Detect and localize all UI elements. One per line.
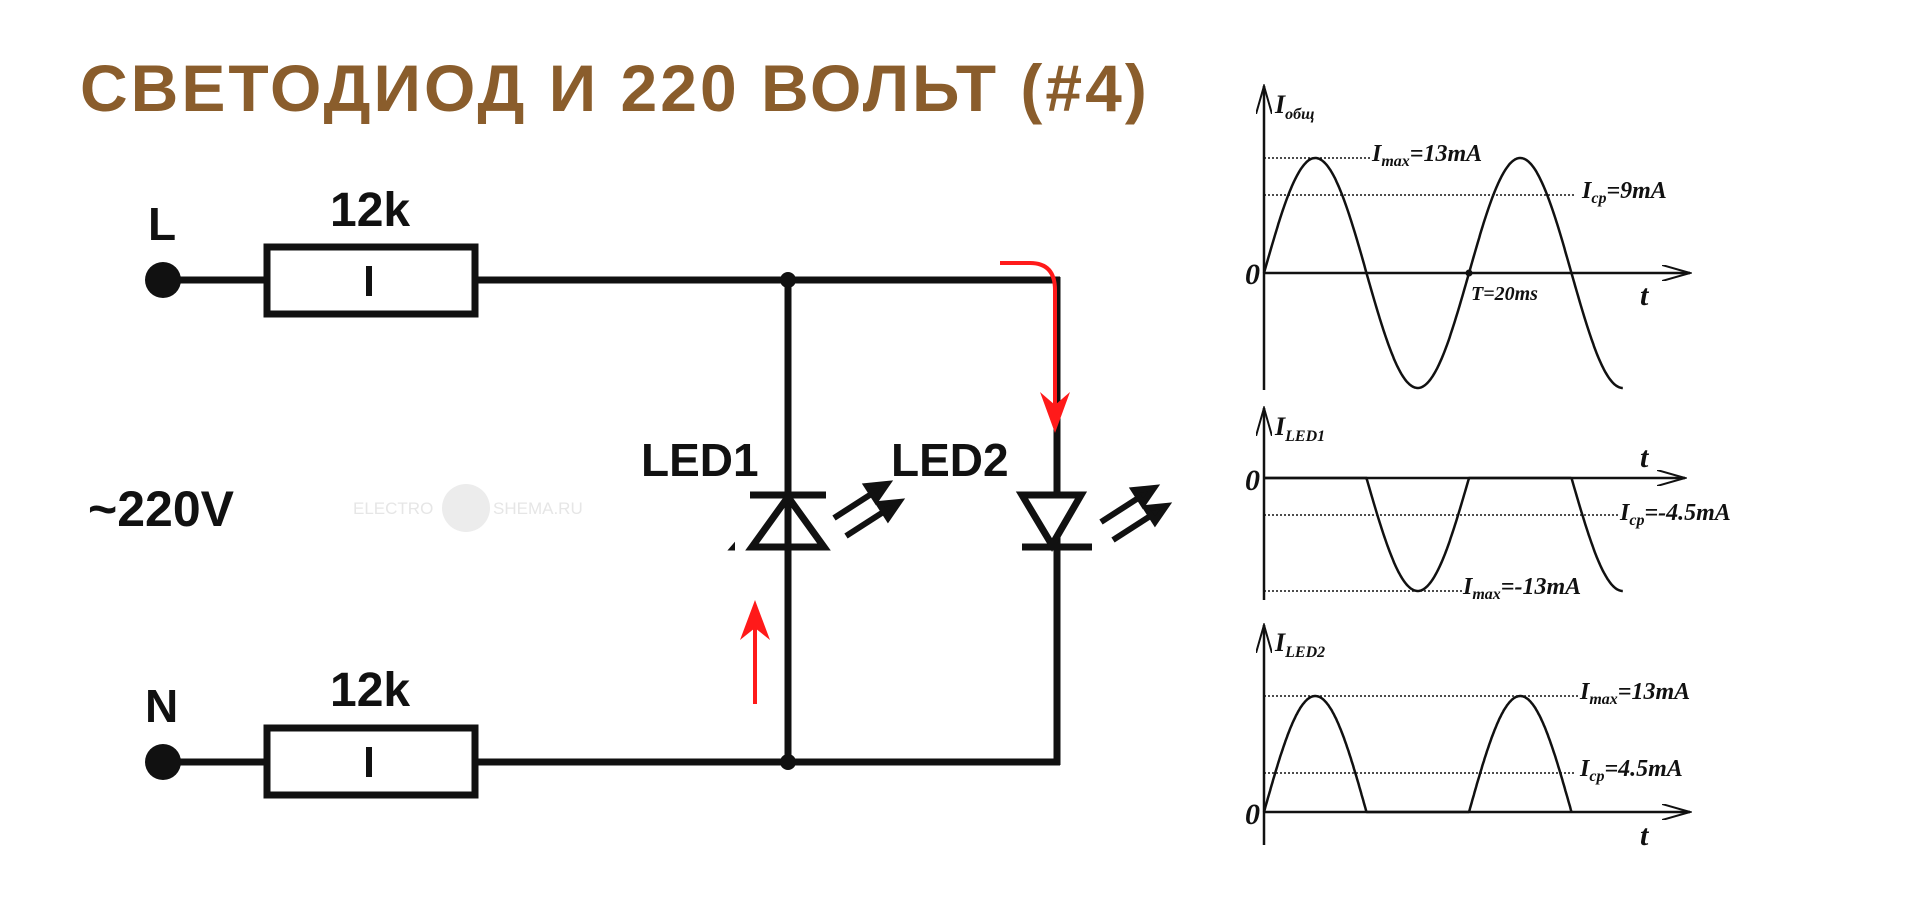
- graph-led1-current: [1264, 408, 1685, 600]
- led2-label: LED2: [891, 434, 1009, 486]
- junction-top: [780, 272, 796, 288]
- graph3-icp-label: Icp=4.5mA: [1579, 756, 1683, 785]
- graph1-period-label: T=20ms: [1471, 283, 1538, 305]
- graph2-zero: 0: [1245, 464, 1260, 497]
- graph1-zero: 0: [1245, 258, 1260, 291]
- terminal-l: [145, 262, 181, 298]
- graph2-t: t: [1640, 441, 1650, 474]
- led2-symbol: [1015, 491, 1092, 552]
- graph3-waveform: [1262, 694, 1573, 814]
- graph1-waveform: [1262, 156, 1623, 390]
- resistor-bottom-label: 12k: [330, 664, 410, 717]
- watermark-logo-icon: [442, 484, 490, 532]
- graph2-waveform: [1264, 476, 1623, 593]
- graph3-t: t: [1640, 819, 1650, 852]
- terminal-l-label: L: [148, 198, 176, 250]
- graph-total-current: [1264, 86, 1690, 390]
- watermark: ELECTRO SHEMA.RU: [353, 484, 583, 532]
- terminal-n-label: N: [145, 680, 178, 732]
- graph1-imax-label: Imax=13mA: [1371, 141, 1482, 170]
- graph3-imax-label: Imax=13mA: [1579, 679, 1690, 708]
- current-arrow-led2: [1000, 261, 1070, 433]
- watermark-right: SHEMA.RU: [493, 499, 583, 518]
- graph1-y-label: Iобщ: [1274, 90, 1314, 123]
- graph3-zero: 0: [1245, 798, 1260, 831]
- watermark-left: ELECTRO: [353, 499, 433, 518]
- graph1-icp-label: Icp=9mA: [1581, 178, 1667, 207]
- led1-label: LED1: [641, 434, 759, 486]
- graph3-y-label: ILED2: [1274, 628, 1325, 661]
- source-label: ~220V: [88, 481, 235, 537]
- circuit: [163, 243, 1092, 799]
- graph-led2-current: [1264, 625, 1690, 845]
- graph2-icp-label: Icp=-4.5mA: [1619, 500, 1731, 529]
- graph2-y-label: ILED1: [1274, 412, 1325, 445]
- junction-bottom: [780, 754, 796, 770]
- page-title: СВЕТОДИОД И 220 ВОЛЬТ (#4): [80, 51, 1150, 125]
- current-arrow-led1: [740, 600, 770, 704]
- led1-light-icon: [832, 480, 906, 539]
- graph1-t: t: [1640, 279, 1650, 312]
- terminal-n: [145, 744, 181, 780]
- resistor-top-label: 12k: [330, 184, 410, 237]
- graph1-period-point: [1465, 269, 1473, 277]
- graph2-imax-label: Imax=-13mA: [1462, 574, 1581, 603]
- led2-light-icon: [1099, 484, 1173, 543]
